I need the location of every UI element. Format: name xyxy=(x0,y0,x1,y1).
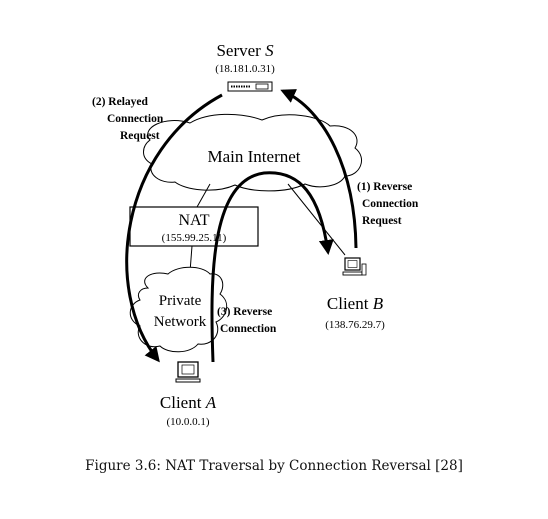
main-internet-label: Main Internet xyxy=(208,147,301,166)
step2-label-line3: Request xyxy=(120,130,160,142)
server-ip: (18.181.0.31) xyxy=(215,63,275,75)
client-b-ip: (138.76.29.7) xyxy=(325,319,385,331)
step2-label-line2: Connection xyxy=(107,113,164,125)
step3-label-line1: (3) Reverse xyxy=(217,306,272,318)
private-network-label-line1: Private xyxy=(159,293,202,309)
server-name: Server S xyxy=(216,41,274,60)
private-network-label-line2: Network xyxy=(154,314,207,330)
nat-box xyxy=(129,206,259,247)
arrow-reverse-connection xyxy=(210,171,334,363)
arrow-relayed-request xyxy=(125,93,223,363)
step1-label-line1: (1) Reverse xyxy=(357,181,412,193)
step3-label-line2: Connection xyxy=(220,323,277,335)
step2-label-line1: (2) Relayed xyxy=(92,96,148,108)
client-a-name: Client A xyxy=(160,393,217,412)
link-internet-nat xyxy=(196,183,211,208)
computer-icon-client-b xyxy=(342,257,367,276)
step1-label-line2: Connection xyxy=(362,198,419,210)
client-b-name: Client B xyxy=(327,294,384,313)
link-internet-client-b xyxy=(287,183,346,256)
nat-ip: (155.99.25.11) xyxy=(162,232,227,244)
computer-icon-client-a xyxy=(175,361,201,383)
private-network-cloud xyxy=(129,266,228,353)
figure-caption: Figure 3.6: NAT Traversal by Connection … xyxy=(85,458,463,474)
step1-label-line3: Request xyxy=(362,215,402,227)
arrow-reverse-request xyxy=(280,89,358,249)
server-icon xyxy=(227,81,273,92)
nat-label: NAT xyxy=(178,212,209,229)
client-a-ip: (10.0.0.1) xyxy=(166,416,209,428)
